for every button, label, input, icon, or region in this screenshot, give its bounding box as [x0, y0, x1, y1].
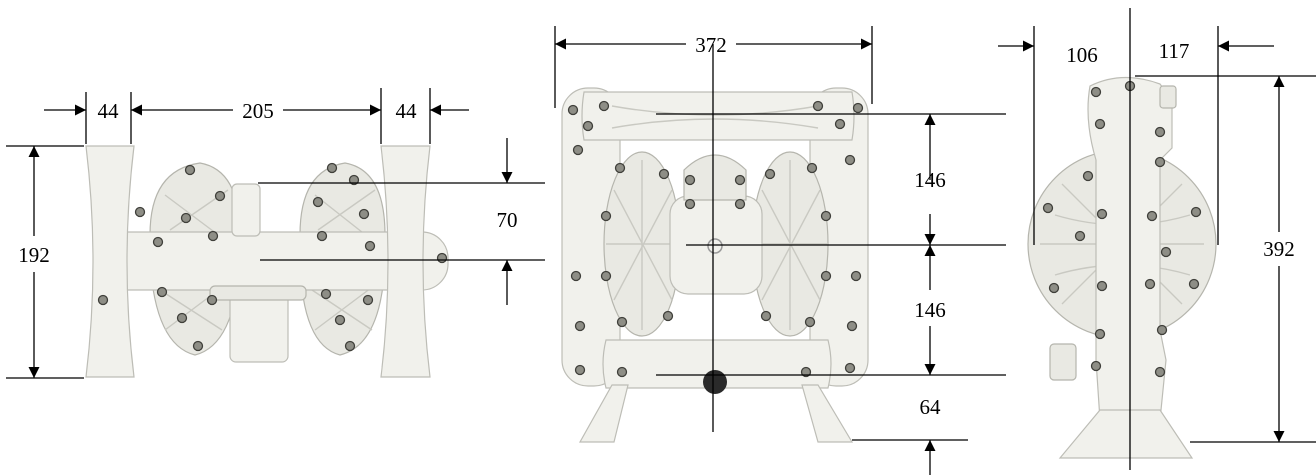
dim-left-depth: 106 [1066, 43, 1098, 67]
top-view-pump-body [85, 145, 449, 378]
dim-total-height: 392 [1263, 237, 1295, 261]
side-view-pump-body [1027, 76, 1217, 459]
top-view-dimensions [6, 88, 545, 379]
front-view-dimensions [554, 26, 1006, 475]
top-view-bolts [97, 162, 448, 352]
dim-left-flange: 44 [98, 99, 120, 123]
side-view-bolts [1042, 80, 1202, 378]
front-view-bolts [567, 100, 864, 378]
dim-height: 192 [18, 243, 50, 267]
dim-base-offset: 64 [920, 395, 942, 419]
side-view-dimensions [998, 8, 1316, 470]
front-view-pump-body [561, 87, 869, 443]
dim-lower-height: 146 [914, 298, 946, 322]
dim-center-span: 205 [242, 99, 274, 123]
dim-upper-height: 146 [914, 168, 946, 192]
dim-width: 372 [695, 33, 727, 57]
dim-right-depth: 117 [1159, 39, 1190, 63]
top-view: 44 205 44 192 70 [6, 88, 545, 379]
dim-port-offset: 70 [497, 208, 518, 232]
front-view: 372 146 146 64 [554, 26, 1006, 475]
dim-right-flange: 44 [396, 99, 418, 123]
side-view: 106 117 392 [998, 8, 1316, 470]
